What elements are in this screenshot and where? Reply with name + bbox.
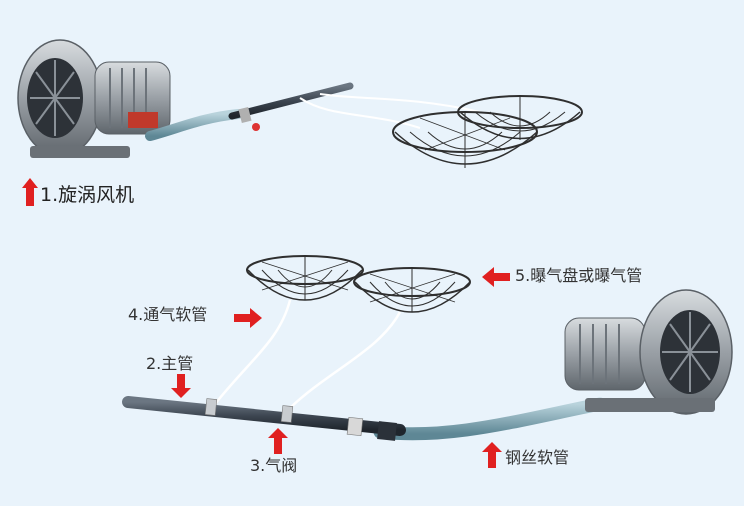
label-blower: 1.旋涡风机 bbox=[40, 184, 135, 206]
bottom-aerators bbox=[246, 255, 471, 313]
top-main-pipe bbox=[228, 82, 354, 120]
bottom-pipes bbox=[122, 396, 607, 441]
top-blower-nameplate bbox=[128, 112, 158, 128]
top-blower-base bbox=[30, 146, 130, 158]
label-aerator: 5.曝气盘或曝气管 bbox=[515, 266, 643, 285]
bottom-steel-hose bbox=[373, 397, 607, 441]
arrow-steel-hose bbox=[482, 442, 502, 468]
bottom-vent-tubes bbox=[214, 299, 402, 409]
top-aerator-back bbox=[457, 95, 583, 140]
arrow-blower bbox=[22, 178, 38, 206]
top-valve bbox=[238, 106, 252, 124]
bottom-aerator-left bbox=[246, 255, 364, 301]
bottom-pipe-coupler bbox=[377, 421, 397, 441]
bottom-vent-tube-right bbox=[289, 311, 402, 409]
label-valve: 3.气阀 bbox=[250, 456, 298, 475]
top-vent-tube-1 bbox=[299, 97, 421, 129]
top-steel-hose bbox=[145, 109, 243, 141]
bottom-blower bbox=[564, 289, 733, 415]
bottom-blower-base bbox=[585, 398, 715, 412]
top-blower-grille-bars bbox=[30, 60, 80, 136]
bottom-tee-left bbox=[204, 398, 218, 416]
arrow-vent-hose bbox=[234, 308, 262, 328]
bottom-aerator-right bbox=[353, 267, 471, 313]
bottom-blower-motor-fins bbox=[579, 324, 620, 384]
top-valve-handle bbox=[252, 123, 260, 131]
bottom-valve bbox=[346, 416, 364, 437]
arrow-aerator bbox=[482, 267, 510, 287]
label-main-pipe: 2.主管 bbox=[146, 354, 194, 373]
bottom-blower-grille-bars bbox=[662, 312, 718, 392]
top-hose-and-pipe bbox=[145, 82, 481, 141]
label-steel-hose: 钢丝软管 bbox=[505, 448, 570, 467]
arrow-valve bbox=[268, 428, 288, 454]
top-aerators bbox=[392, 95, 583, 168]
top-aerator-front bbox=[392, 111, 538, 168]
bottom-vent-tube-left bbox=[214, 299, 292, 405]
bottom-tee-right bbox=[280, 405, 294, 423]
arrow-main-pipe bbox=[171, 374, 191, 398]
label-vent-hose: 4.通气软管 bbox=[128, 305, 208, 324]
top-vent-tube-2 bbox=[319, 93, 481, 113]
top-blower bbox=[17, 39, 171, 158]
